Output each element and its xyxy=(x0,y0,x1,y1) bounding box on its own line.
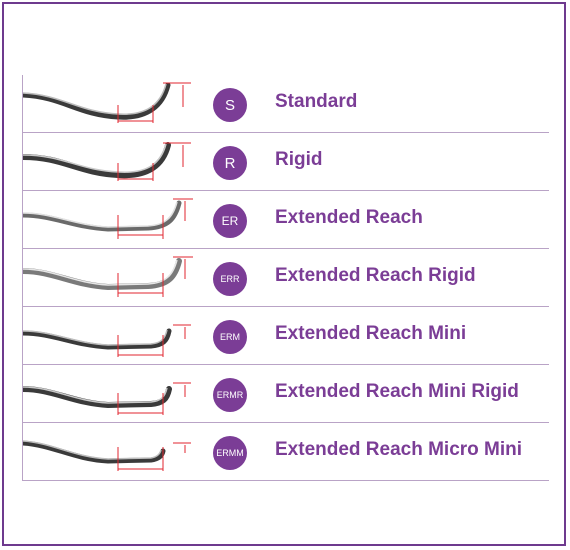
label-extended-reach-micro-mini: Extended Reach Micro Mini xyxy=(275,439,523,460)
figure-frame xyxy=(2,2,566,546)
label-rigid: Rigid xyxy=(275,149,323,170)
row-extended-reach-micro-mini: ERMM Extended Reach Micro Mini xyxy=(23,423,549,481)
badge-er: ER xyxy=(213,204,247,238)
extended-reach-instrument-image xyxy=(23,198,193,239)
extended-reach-mini-rigid-instrument-image xyxy=(23,382,191,415)
row-standard: S Standard xyxy=(23,75,549,133)
label-extended-reach: Extended Reach xyxy=(275,207,423,228)
row-extended-reach: ER Extended Reach xyxy=(23,191,549,249)
badge-ermm: ERMM xyxy=(213,436,247,470)
extended-reach-mini-instrument-image xyxy=(23,324,191,357)
label-extended-reach-mini-rigid: Extended Reach Mini Rigid xyxy=(275,381,519,402)
row-rigid: R Rigid xyxy=(23,133,549,191)
extended-reach-rigid-instrument-image xyxy=(23,256,193,297)
label-standard: Standard xyxy=(275,91,358,112)
badge-err: ERR xyxy=(213,262,247,296)
badge-ermr: ERMR xyxy=(213,378,247,412)
badge-s: S xyxy=(213,88,247,122)
row-extended-reach-mini: ERM Extended Reach Mini xyxy=(23,307,549,365)
row-extended-reach-mini-rigid: ERMR Extended Reach Mini Rigid xyxy=(23,365,549,423)
badge-erm: ERM xyxy=(213,320,247,354)
extended-reach-micro-mini-instrument-image xyxy=(23,440,191,471)
rigid-instrument-image xyxy=(23,142,191,181)
instrument-comparison-table: S Standard R Rigid ER Extended Reach xyxy=(22,75,549,481)
label-extended-reach-mini: Extended Reach Mini xyxy=(275,323,467,344)
row-extended-reach-rigid: ERR Extended Reach Rigid xyxy=(23,249,549,307)
standard-instrument-image xyxy=(23,82,191,123)
badge-r: R xyxy=(213,146,247,180)
label-extended-reach-rigid: Extended Reach Rigid xyxy=(275,265,476,286)
